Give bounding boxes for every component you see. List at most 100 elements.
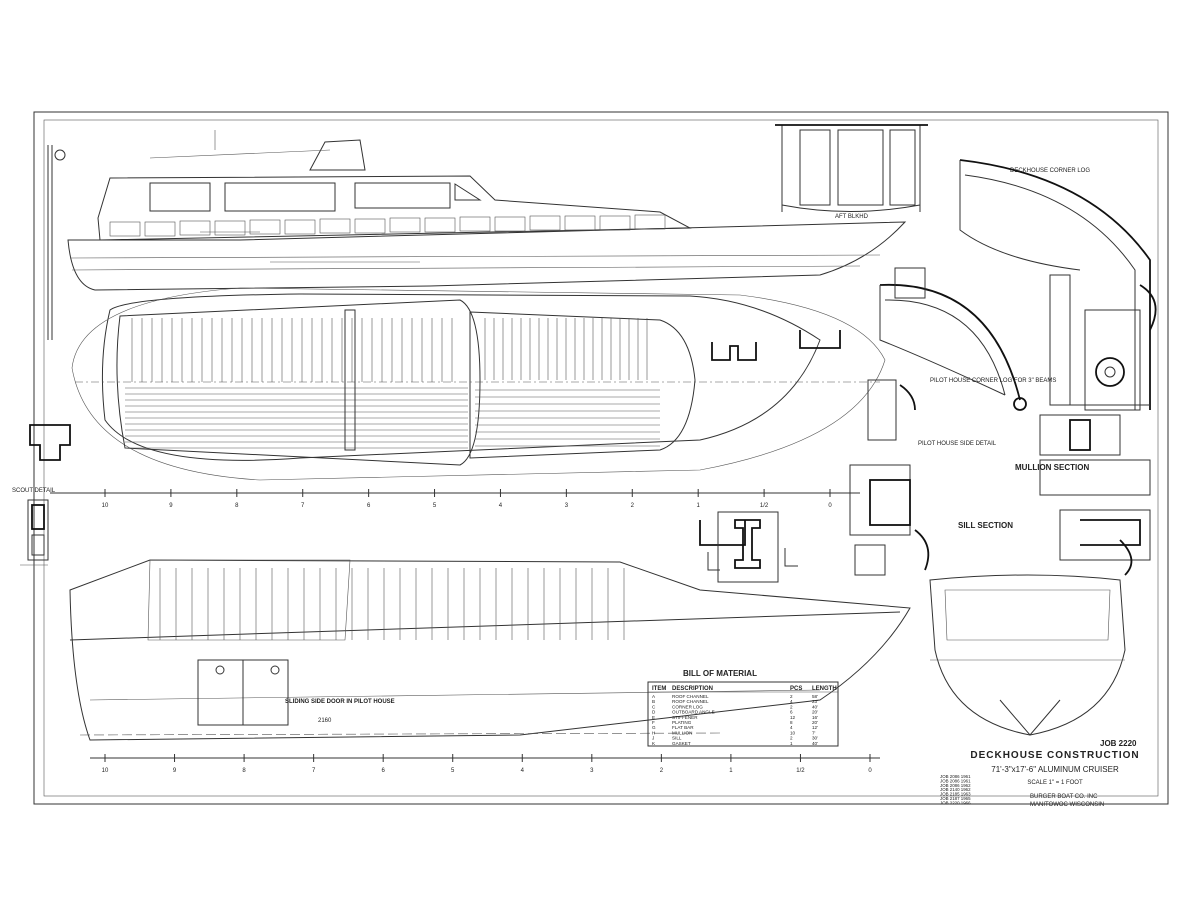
door-reference-label: 2160	[318, 718, 332, 724]
bom-cell: OUTBOARD ANGLE	[672, 710, 715, 715]
bom-cell: F	[652, 720, 655, 725]
bom-cell: GASKET	[672, 741, 691, 746]
bom-cell: 20'	[812, 710, 818, 715]
bom-header: LENGTH	[812, 686, 837, 692]
bom-cell: 12'	[812, 725, 818, 730]
lower-profile-view	[69, 559, 911, 741]
bom-cell: 40'	[812, 741, 818, 746]
frame-number-label: 4	[521, 768, 525, 774]
frame-number-label: 3	[565, 503, 569, 509]
revision-entry: JOB 2220 1966	[940, 800, 971, 805]
frame-number-label: 1	[697, 503, 701, 509]
bom-header: DESCRIPTION	[672, 686, 713, 692]
frame-number-label: 2	[631, 503, 635, 509]
drawing-subtitle: 71'-3"x17'-6" ALUMINUM CRUISER	[991, 765, 1119, 774]
bom-cell: SILL	[672, 736, 682, 741]
upper-frame-scale: 10 9 8 7 6 5 4 3 2 1 1/2 0	[50, 489, 860, 509]
bom-cell: 8	[790, 720, 793, 725]
frame-number-label: 1/2	[796, 768, 805, 774]
deck-planking	[125, 387, 468, 449]
frame-number-label: 6	[367, 503, 371, 509]
bom-header: ITEM	[652, 686, 666, 692]
frame-number-label: 10	[102, 768, 109, 774]
bom-cell: 30'	[812, 736, 818, 741]
bom-cell: 40'	[812, 704, 818, 709]
scout-detail-label: SCOUT DETAIL	[12, 488, 56, 494]
forward-beams	[475, 318, 660, 447]
pilot-house-corner-log-label: PILOT HOUSE CORNER LOG FOR 3" BEAMS	[930, 378, 1056, 384]
bom-cell: 6	[790, 710, 793, 715]
bom-cell: ROOF CHANNEL	[672, 694, 709, 699]
mullion-section-label: MULLION SECTION	[1015, 463, 1089, 472]
pilot-house-side-detail	[849, 379, 930, 576]
upper-profile-view	[47, 130, 907, 340]
bom-cell: G	[652, 725, 656, 730]
roof-beams	[131, 318, 453, 382]
bom-cell: 23'	[812, 699, 818, 704]
frame-number-label: 6	[382, 768, 386, 774]
maker-line-1: BURGER BOAT CO. INC	[1030, 794, 1098, 800]
bom-cell: C	[652, 704, 656, 709]
frame-number-label: 1	[729, 768, 733, 774]
bom-cell: 2	[790, 704, 793, 709]
mullion-and-sill-sections	[1039, 414, 1151, 576]
frame-number-label: 5	[433, 503, 437, 509]
revision-entry: JOB 2086 1961	[940, 778, 971, 783]
bom-cell: FLAT BAR	[672, 725, 694, 730]
bom-cell: MULLION	[672, 730, 692, 735]
bom-cell: PLATING	[672, 720, 692, 725]
frame-number-label: 0	[828, 503, 832, 509]
bom-cell: 4	[790, 725, 793, 730]
bom-cell: 7'	[812, 730, 816, 735]
frame-number-label: 0	[868, 768, 872, 774]
bom-cell: B	[652, 699, 655, 704]
bom-cell: J	[652, 736, 654, 741]
bom-cell: H	[652, 730, 655, 735]
channel-sections	[699, 330, 841, 583]
bom-cell: 58'	[812, 694, 818, 699]
bom-cell: 16'	[812, 715, 818, 720]
maker-line-2: MANITOWOC WISCONSIN	[1030, 802, 1104, 808]
revision-entry: JOB 2086 1962	[940, 783, 971, 788]
pilot-house-corner-log-detail	[879, 267, 1027, 411]
sheet-border	[33, 111, 1169, 805]
sill-section-label: SILL SECTION	[958, 521, 1013, 530]
bom-cell: 1	[790, 741, 793, 746]
bom-cell: A	[652, 694, 656, 699]
frame-number-label: 5	[451, 768, 455, 774]
frame-number-label: 3	[590, 768, 594, 774]
bom-cell: K	[652, 741, 656, 746]
bom-cell: 4	[790, 699, 793, 704]
revision-entry: JOB 2086 1961	[940, 774, 971, 779]
aft-bulkhead-view	[775, 124, 928, 212]
drawing-title: DECKHOUSE CONSTRUCTION	[970, 750, 1139, 761]
frame-number-label: 9	[169, 503, 173, 509]
deckhouse-corner-log-label: DECKHOUSE CORNER LOG	[1010, 168, 1090, 174]
pilot-house-side-detail-label: PILOT HOUSE SIDE DETAIL	[918, 441, 997, 447]
job-number: JOB 2220	[1100, 739, 1137, 748]
bom-cell: CORNER LOG	[672, 704, 703, 709]
frame-number-label: 7	[301, 503, 305, 509]
bom-cell: 12	[790, 715, 796, 720]
frame-number-label: 8	[235, 503, 239, 509]
deckhouse-frames	[159, 568, 625, 640]
frame-number-label: 7	[312, 768, 316, 774]
bom-cell: 2	[790, 694, 793, 699]
revision-entry: JOB 2185 1963	[940, 792, 971, 797]
frame-number-label: 9	[173, 768, 177, 774]
frame-number-label: 1/2	[760, 503, 769, 509]
frame-number-label: 10	[102, 503, 109, 509]
plan-view	[71, 287, 886, 481]
bom-cell: D	[652, 710, 656, 715]
scout-detail	[20, 424, 71, 566]
bom-header: PCS	[790, 686, 802, 692]
frame-number-label: 4	[499, 503, 503, 509]
revision-entry: JOB 2140 1962	[940, 787, 971, 792]
title-block: DECKHOUSE CONSTRUCTION 71'-3"x17'-6" ALU…	[940, 739, 1139, 808]
frame-number-label: 2	[660, 768, 664, 774]
bom-cell: 20'	[812, 720, 818, 725]
